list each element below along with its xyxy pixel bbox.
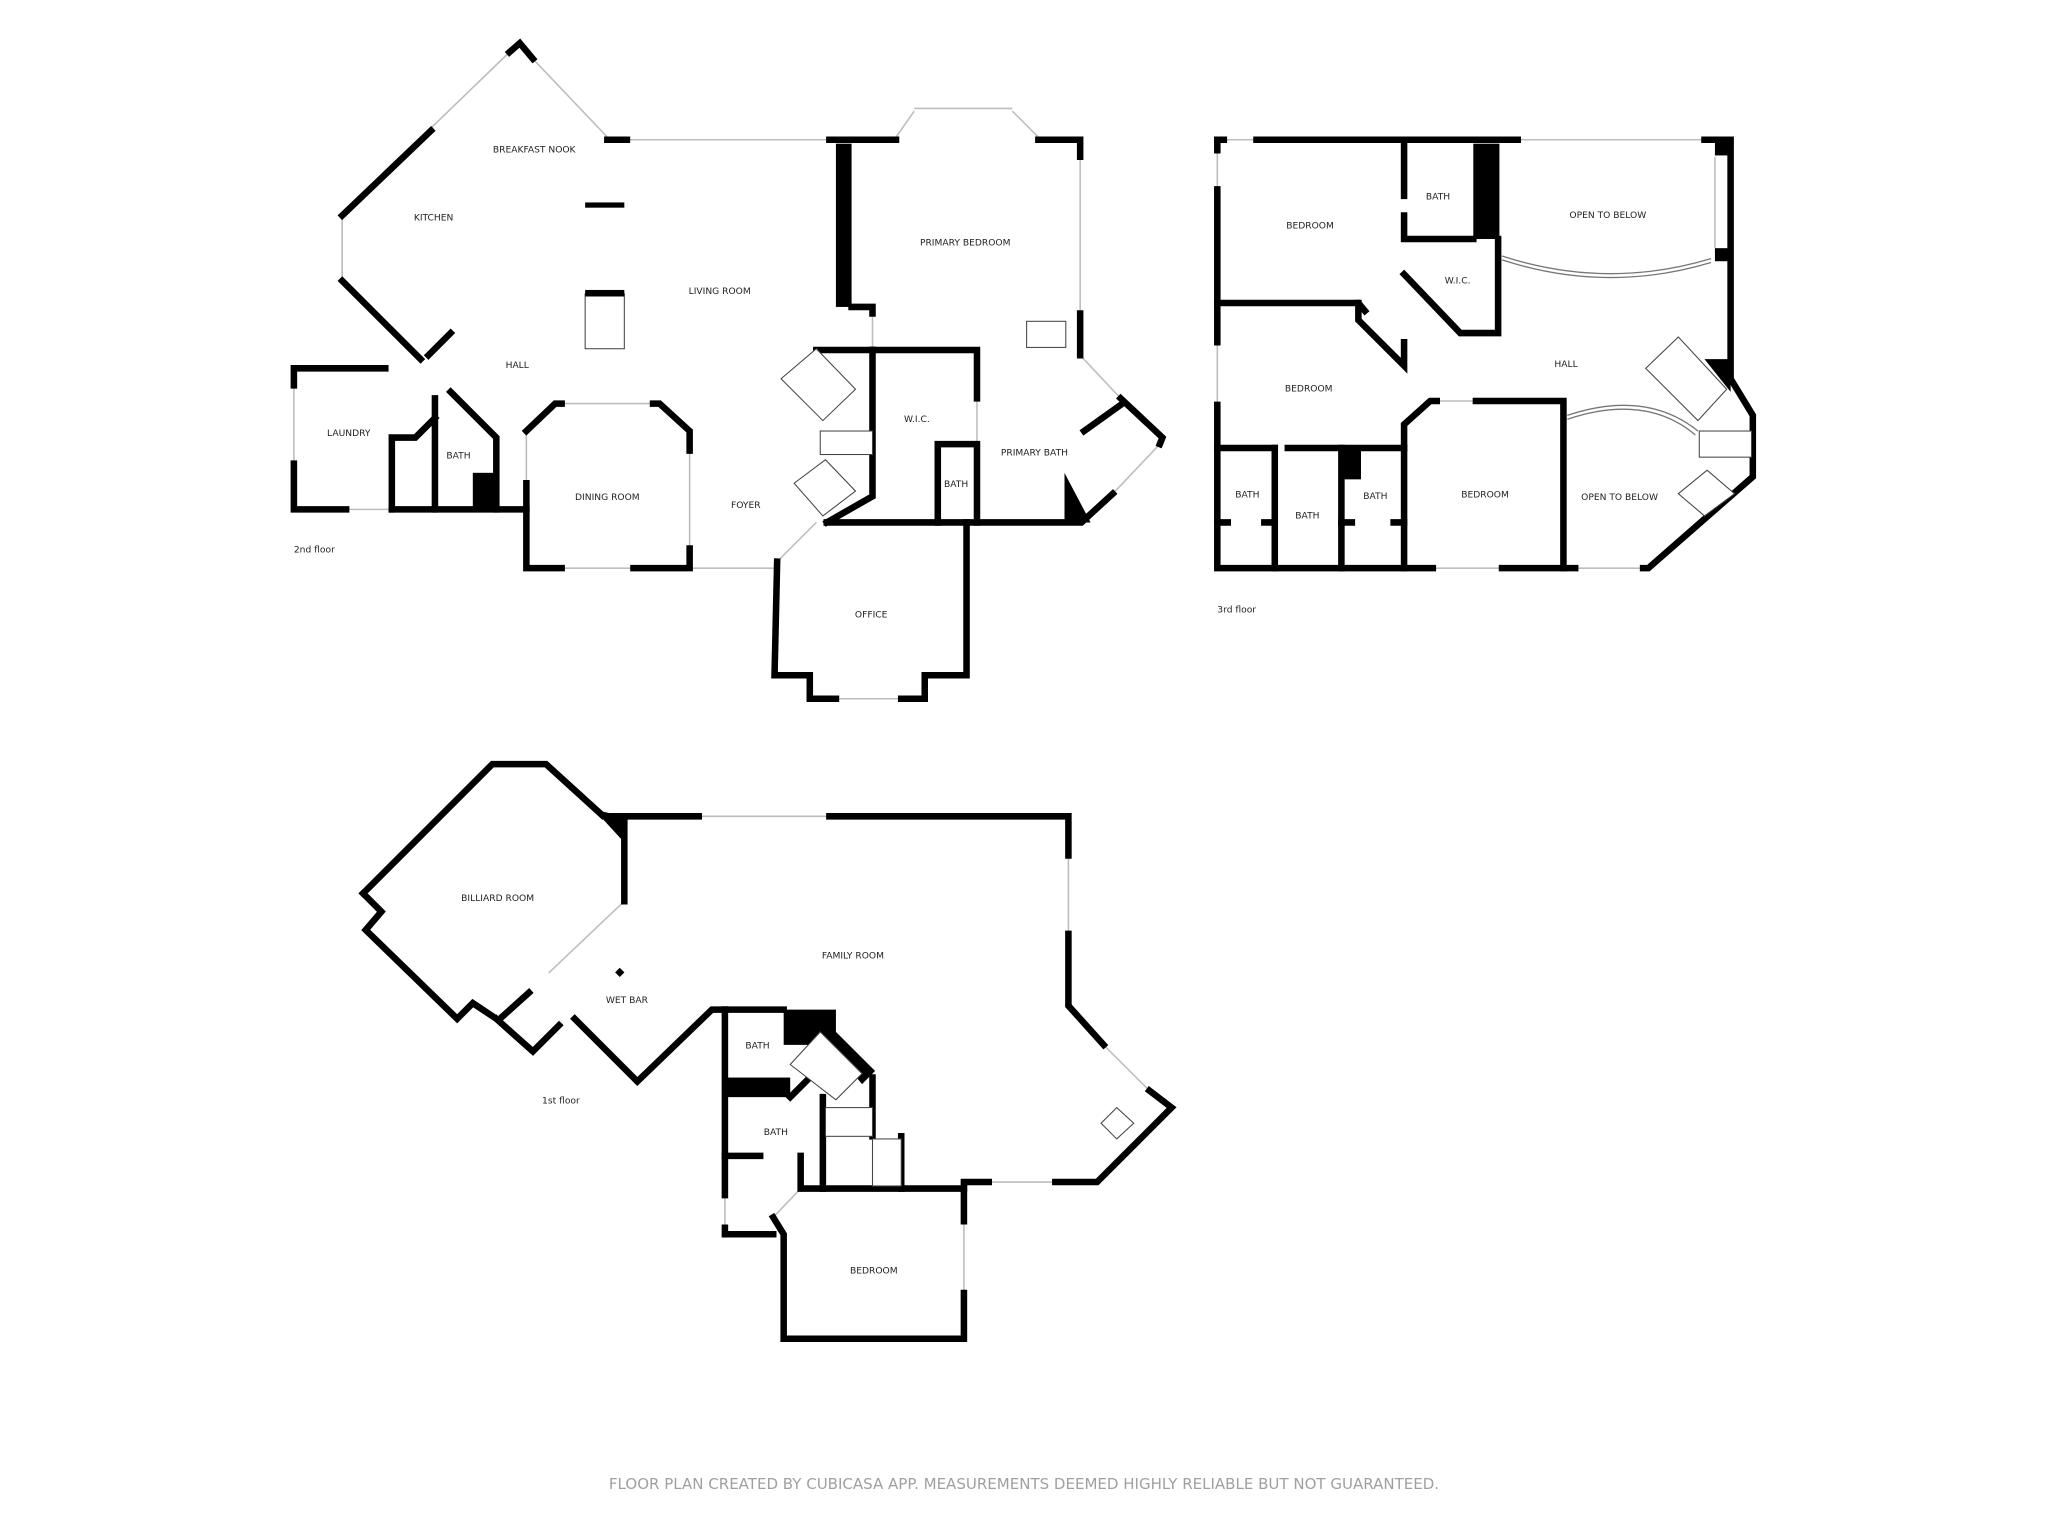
room-label-dining-room: DINING ROOM <box>575 493 640 503</box>
room-label-bath-2: BATH <box>764 1128 788 1138</box>
stairs <box>780 320 1067 517</box>
room-label-bath-1: BATH <box>745 1042 769 1052</box>
room-label-breakfast-nook: BREAKFAST NOOK <box>493 146 577 156</box>
room-label-family-room: FAMILY ROOM <box>822 952 884 962</box>
room-label-bedroom-2: BEDROOM <box>1285 385 1333 395</box>
first-floor-plan: BILLIARD ROOM FAMILY ROOM WET BAR BATH B… <box>358 760 1177 1343</box>
room-label-primary-bedroom: PRIMARY BEDROOM <box>920 238 1011 248</box>
room-label-open-to-below-1: OPEN TO BELOW <box>1569 211 1646 221</box>
room-label-laundry: LAUNDRY <box>327 429 371 439</box>
room-label-living-room: LIVING ROOM <box>689 287 751 297</box>
room-label-hall: HALL <box>1554 360 1578 370</box>
room-label-open-to-below-2: OPEN TO BELOW <box>1581 493 1658 503</box>
third-floor-plan: BEDROOM BATH OPEN TO BELOW W.I.C. BEDROO… <box>1214 136 1757 616</box>
windows <box>1216 138 1716 569</box>
room-label-bath: BATH <box>446 451 470 461</box>
footer-disclaimer: FLOOR PLAN CREATED BY CUBICASA APP. MEAS… <box>609 1475 1439 1493</box>
room-label-bath-4: BATH <box>1363 492 1387 502</box>
room-label-billiard-room: BILLIARD ROOM <box>461 894 534 904</box>
walls <box>1214 136 1757 572</box>
room-label-bath-small: BATH <box>944 480 968 490</box>
room-label-bedroom: BEDROOM <box>850 1266 898 1276</box>
room-label-wet-bar: WET BAR <box>606 996 649 1006</box>
room-label-bath-3: BATH <box>1295 511 1319 521</box>
room-label-wic: W.I.C. <box>1445 276 1471 286</box>
room-label-bedroom-1: BEDROOM <box>1286 221 1334 231</box>
stairs <box>789 1031 1135 1187</box>
walls <box>290 38 1167 703</box>
windows <box>548 815 1150 1294</box>
windows <box>293 51 1161 700</box>
floor-label-3rd: 3rd floor <box>1217 606 1256 616</box>
floor-label-2nd: 2nd floor <box>294 545 335 555</box>
room-label-bedroom-3: BEDROOM <box>1461 491 1509 501</box>
room-label-office: OFFICE <box>855 611 888 621</box>
second-floor-plan: BREAKFAST NOOK KITCHEN LIVING ROOM PRIMA… <box>290 38 1167 703</box>
stairs <box>1644 336 1753 517</box>
room-label-bath-1: BATH <box>1426 193 1450 203</box>
room-label-bath-2: BATH <box>1235 491 1259 501</box>
room-label-primary-bath: PRIMARY BATH <box>1001 449 1068 459</box>
room-label-hall: HALL <box>506 361 530 371</box>
walls <box>358 760 1177 1343</box>
room-label-kitchen: KITCHEN <box>414 214 454 224</box>
floor-label-1st: 1st floor <box>542 1097 580 1107</box>
open-to-below-railings <box>1501 255 1712 436</box>
room-label-wic: W.I.C. <box>904 415 930 425</box>
room-label-foyer: FOYER <box>731 501 761 511</box>
